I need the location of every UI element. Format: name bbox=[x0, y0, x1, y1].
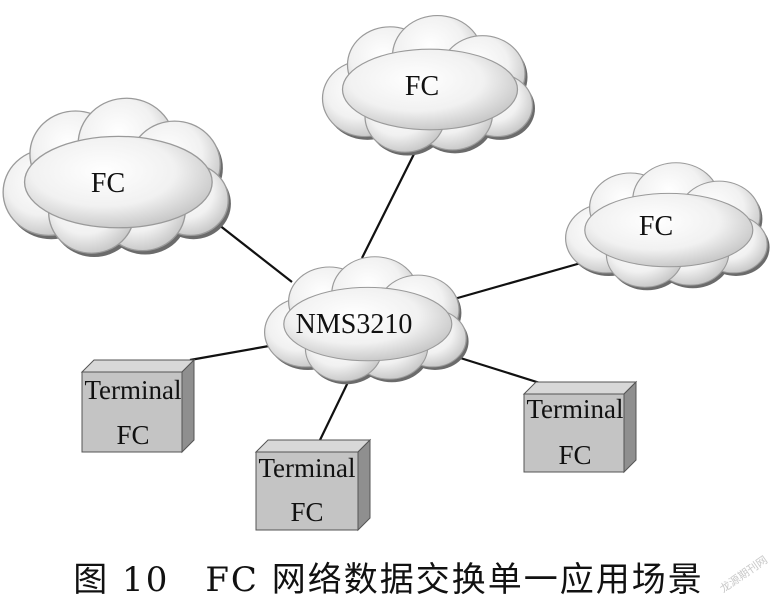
connector-lines bbox=[189, 145, 589, 441]
cloud-left-label: FC bbox=[91, 168, 125, 199]
network-diagram: FC FC FC NMS3210 Terminal FC Terminal FC… bbox=[2, 14, 770, 532]
terminal-right-line2: FC bbox=[558, 440, 591, 470]
link-hub-cloud-right bbox=[439, 259, 589, 305]
terminal-box-right bbox=[522, 380, 638, 474]
cloud-right-label: FC bbox=[639, 211, 673, 242]
terminal-right-line1: Terminal bbox=[526, 394, 623, 424]
figure-caption: 图 10 FC 网络数据交换单一应用场景 bbox=[73, 560, 704, 600]
hub-label: NMS3210 bbox=[296, 309, 413, 340]
terminal-left-line2: FC bbox=[116, 420, 149, 450]
link-hub-cloud-top bbox=[361, 145, 419, 259]
terminal-middle-line2: FC bbox=[290, 497, 323, 527]
terminal-left-line1: Terminal bbox=[84, 375, 181, 405]
terminal-middle-line1: Terminal bbox=[258, 453, 355, 483]
link-hub-terminal-middle bbox=[319, 377, 351, 441]
terminal-box-left bbox=[80, 358, 196, 454]
cloud-top-label: FC bbox=[405, 71, 439, 102]
terminal-box-middle bbox=[254, 438, 372, 532]
